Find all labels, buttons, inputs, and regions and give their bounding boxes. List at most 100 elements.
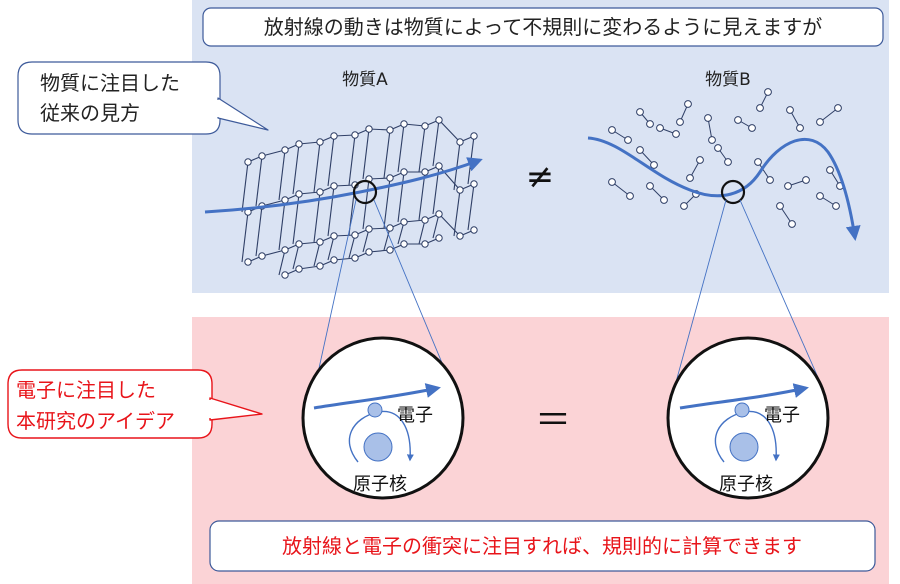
lattice-bond [418, 125, 426, 173]
lattice-atom [244, 158, 252, 166]
lattice-atom [456, 138, 464, 146]
lattice-atom [316, 138, 324, 146]
lattice-bond [261, 249, 286, 257]
material-b-label: 物質B [705, 70, 751, 90]
material-b-molecules [608, 88, 844, 228]
lattice-bond [348, 134, 356, 186]
lattice-atom [435, 116, 443, 124]
molecule-atom [816, 192, 824, 200]
molecule-atom [704, 114, 712, 122]
lattice-bond [255, 155, 263, 207]
material-a-label: 物質A [342, 70, 388, 90]
molecule-atom [672, 130, 680, 138]
zoom-view-a: 電子 原子核 [301, 336, 465, 500]
lattice-atom [400, 120, 408, 128]
top-caption: 放射線の動きは物質によって不規則に変わるように見えますが [264, 15, 822, 39]
nucleus-a [363, 432, 393, 462]
zoom-view-b: 電子 原子核 [666, 336, 830, 500]
lattice-atom [316, 238, 324, 246]
molecule-atom [756, 104, 764, 112]
lattice-atom [365, 225, 373, 233]
lattice-atom [386, 126, 394, 134]
lattice-atom [258, 152, 266, 160]
top-caption-box [202, 7, 884, 47]
molecule-atom [708, 136, 716, 144]
lattice-atom [386, 246, 394, 254]
lattice-atom [365, 125, 373, 133]
lattice-atom [295, 265, 303, 273]
molecule-atom [636, 108, 644, 116]
lattice-bond [261, 199, 286, 207]
idea-callout-line2: 本研究のアイデア [16, 409, 175, 433]
lattice-bond [397, 221, 405, 245]
lattice-bond [261, 149, 286, 157]
molecule-atom [724, 158, 732, 166]
lattice-bond [383, 129, 391, 179]
molecule-atom [608, 126, 616, 134]
molecule-atom [608, 178, 616, 186]
electron-label-a: 電子 [397, 405, 433, 426]
lattice-atom [330, 182, 338, 190]
lattice-bond [418, 219, 426, 245]
lattice-bond [278, 149, 286, 201]
lattice-bond [313, 241, 321, 267]
lattice-bond [438, 119, 461, 143]
molecule-atom [676, 118, 684, 126]
molecule-atom [680, 202, 688, 210]
lattice-atom [470, 226, 478, 234]
lattice-bond [327, 135, 335, 187]
lattice-atom [351, 254, 359, 262]
molecule-atom [684, 100, 692, 108]
lattice-bond [418, 171, 426, 221]
lattice-atom [421, 122, 429, 130]
lattice-atom [386, 174, 394, 182]
lattice-bond [397, 171, 405, 223]
molecule-atom [650, 161, 658, 169]
molecule-atom [734, 116, 742, 124]
lattice-atom [295, 190, 303, 198]
zoom-lines [315, 199, 821, 383]
molecule-atom [646, 120, 654, 128]
lattice-atom [351, 231, 359, 239]
lattice-atom [421, 216, 429, 224]
lattice-atom [351, 131, 359, 139]
incoming-ray-b [679, 383, 809, 410]
lattice-bond [327, 235, 335, 261]
lattice-bond [397, 123, 405, 173]
lattice-atom [435, 162, 443, 170]
conventional-callout-line1: 物質に注目した [40, 71, 180, 95]
lattice-atom [400, 168, 408, 176]
idea-callout-line1: 電子に注目した [16, 378, 156, 402]
lattice-atom [316, 262, 324, 270]
molecule-atom [832, 202, 840, 210]
electron-label-b: 電子 [764, 405, 800, 426]
lattice-atom [281, 271, 289, 279]
lattice-bond [292, 143, 300, 195]
bottom-caption: 放射線と電子の衝突に注目すれば、規則的に計算できます [282, 534, 802, 558]
conventional-view-panel [192, 0, 889, 293]
lattice-atom [386, 224, 394, 232]
molecule-atom [766, 176, 774, 184]
lattice-bond [438, 213, 461, 237]
lattice-atom [258, 252, 266, 260]
idea-callout-box [7, 369, 213, 439]
lattice-bond [241, 161, 249, 213]
molecule-atom [796, 124, 804, 132]
lattice-bond [348, 234, 356, 259]
molecule-atom [636, 146, 644, 154]
lattice-atom [295, 140, 303, 148]
lattice-bond [362, 228, 370, 253]
incoming-ray-a [313, 383, 441, 410]
lattice-atom [330, 232, 338, 240]
lattice-bond [383, 227, 391, 251]
lattice-bond [467, 183, 475, 231]
lattice-bond [438, 165, 461, 191]
lattice-atom [316, 188, 324, 196]
molecule-atom [660, 196, 668, 204]
lattice-atom [421, 240, 429, 248]
lattice-atom [470, 180, 478, 188]
molecule-atom [776, 202, 784, 210]
lattice-bond [278, 199, 286, 251]
lattice-atom [281, 196, 289, 204]
radiation-path-b [587, 136, 861, 241]
